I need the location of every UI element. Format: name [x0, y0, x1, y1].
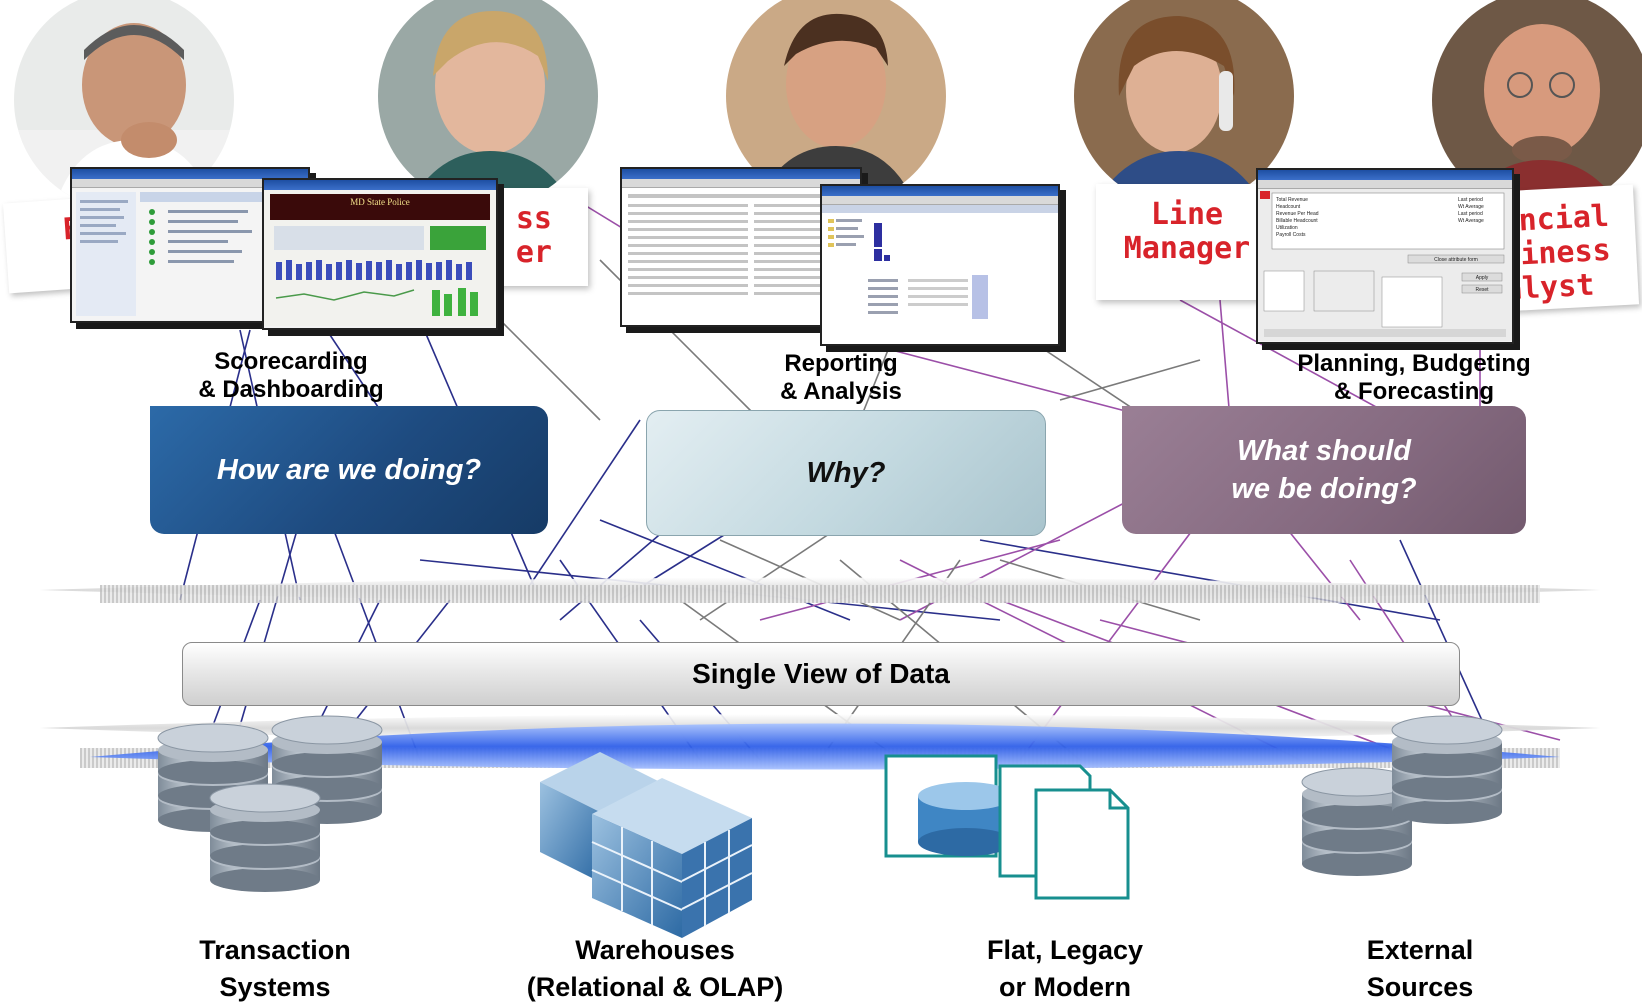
- line-manager-banner: Line Manager: [1096, 184, 1278, 300]
- plan-row-2: Revenue Per Head: [1276, 211, 1319, 217]
- connection-line: [499, 319, 601, 421]
- connection-line: [1279, 519, 1361, 621]
- what-should-we-be-doing-box: What should we be doing?: [1122, 406, 1526, 534]
- connection-line: [229, 519, 301, 761]
- how-are-we-doing-box: How are we doing?: [150, 406, 548, 534]
- connection-line: [599, 519, 851, 621]
- transaction-systems-label: Transaction Systems: [199, 935, 351, 1002]
- legacy-db-icon: [918, 782, 1014, 856]
- business-manager-photo: [378, 0, 598, 206]
- connection-line: [1219, 299, 1231, 421]
- plan-close-form: Close attribute form: [1434, 257, 1478, 263]
- plan-calc-3: Wt Average: [1458, 218, 1484, 224]
- plan-row-0: Total Revenue: [1276, 197, 1308, 203]
- external-db-icon-2: [1392, 716, 1502, 824]
- warehouses-label: Warehouses (Relational & OLAP): [526, 935, 784, 1002]
- why-box: Why?: [646, 410, 1046, 536]
- plan-row-4: Utilization: [1276, 225, 1298, 231]
- single-view-label: Single View of Data: [692, 658, 950, 689]
- reporting-caption: Reporting & Analysis: [780, 350, 902, 405]
- analysis-screenshot: [820, 184, 1060, 346]
- single-view-of-data-bar: Single View of Data: [182, 642, 1460, 706]
- olap-cube-icon-2: [591, 778, 753, 938]
- connection-line: [1179, 299, 1401, 421]
- flat-file-doc-icon-3: [1034, 788, 1130, 900]
- planning-screenshot: Total Revenue Headcount Revenue Per Head…: [1256, 168, 1514, 344]
- plan-apply: Apply: [1476, 275, 1489, 281]
- plan-row-5: Payroll Costs: [1276, 232, 1306, 238]
- planning-caption: Planning, Budgeting & Forecasting: [1297, 350, 1531, 405]
- connection-line: [1059, 359, 1201, 401]
- plan-calc-2: Last period: [1458, 211, 1483, 217]
- plan-reset: Reset: [1475, 287, 1489, 293]
- plan-row-1: Headcount: [1276, 204, 1301, 210]
- plan-row-3: Billable Headcount: [1276, 218, 1318, 224]
- connection-line: [519, 419, 641, 601]
- dashboard-screenshot: MD State Police: [262, 178, 498, 330]
- dashboard-title: MD State Police: [350, 197, 410, 207]
- scorecarding-caption: Scorecarding & Dashboarding: [198, 348, 384, 403]
- transaction-db-icon-3: [210, 784, 320, 892]
- external-sources-label: External Sources: [1366, 935, 1474, 1002]
- plan-calc-1: Wt Average: [1458, 204, 1484, 210]
- plan-calc-0: Last period: [1458, 197, 1483, 203]
- connection-line: [979, 539, 1441, 621]
- flat-legacy-label: Flat, Legacy or Modern: [986, 935, 1144, 1002]
